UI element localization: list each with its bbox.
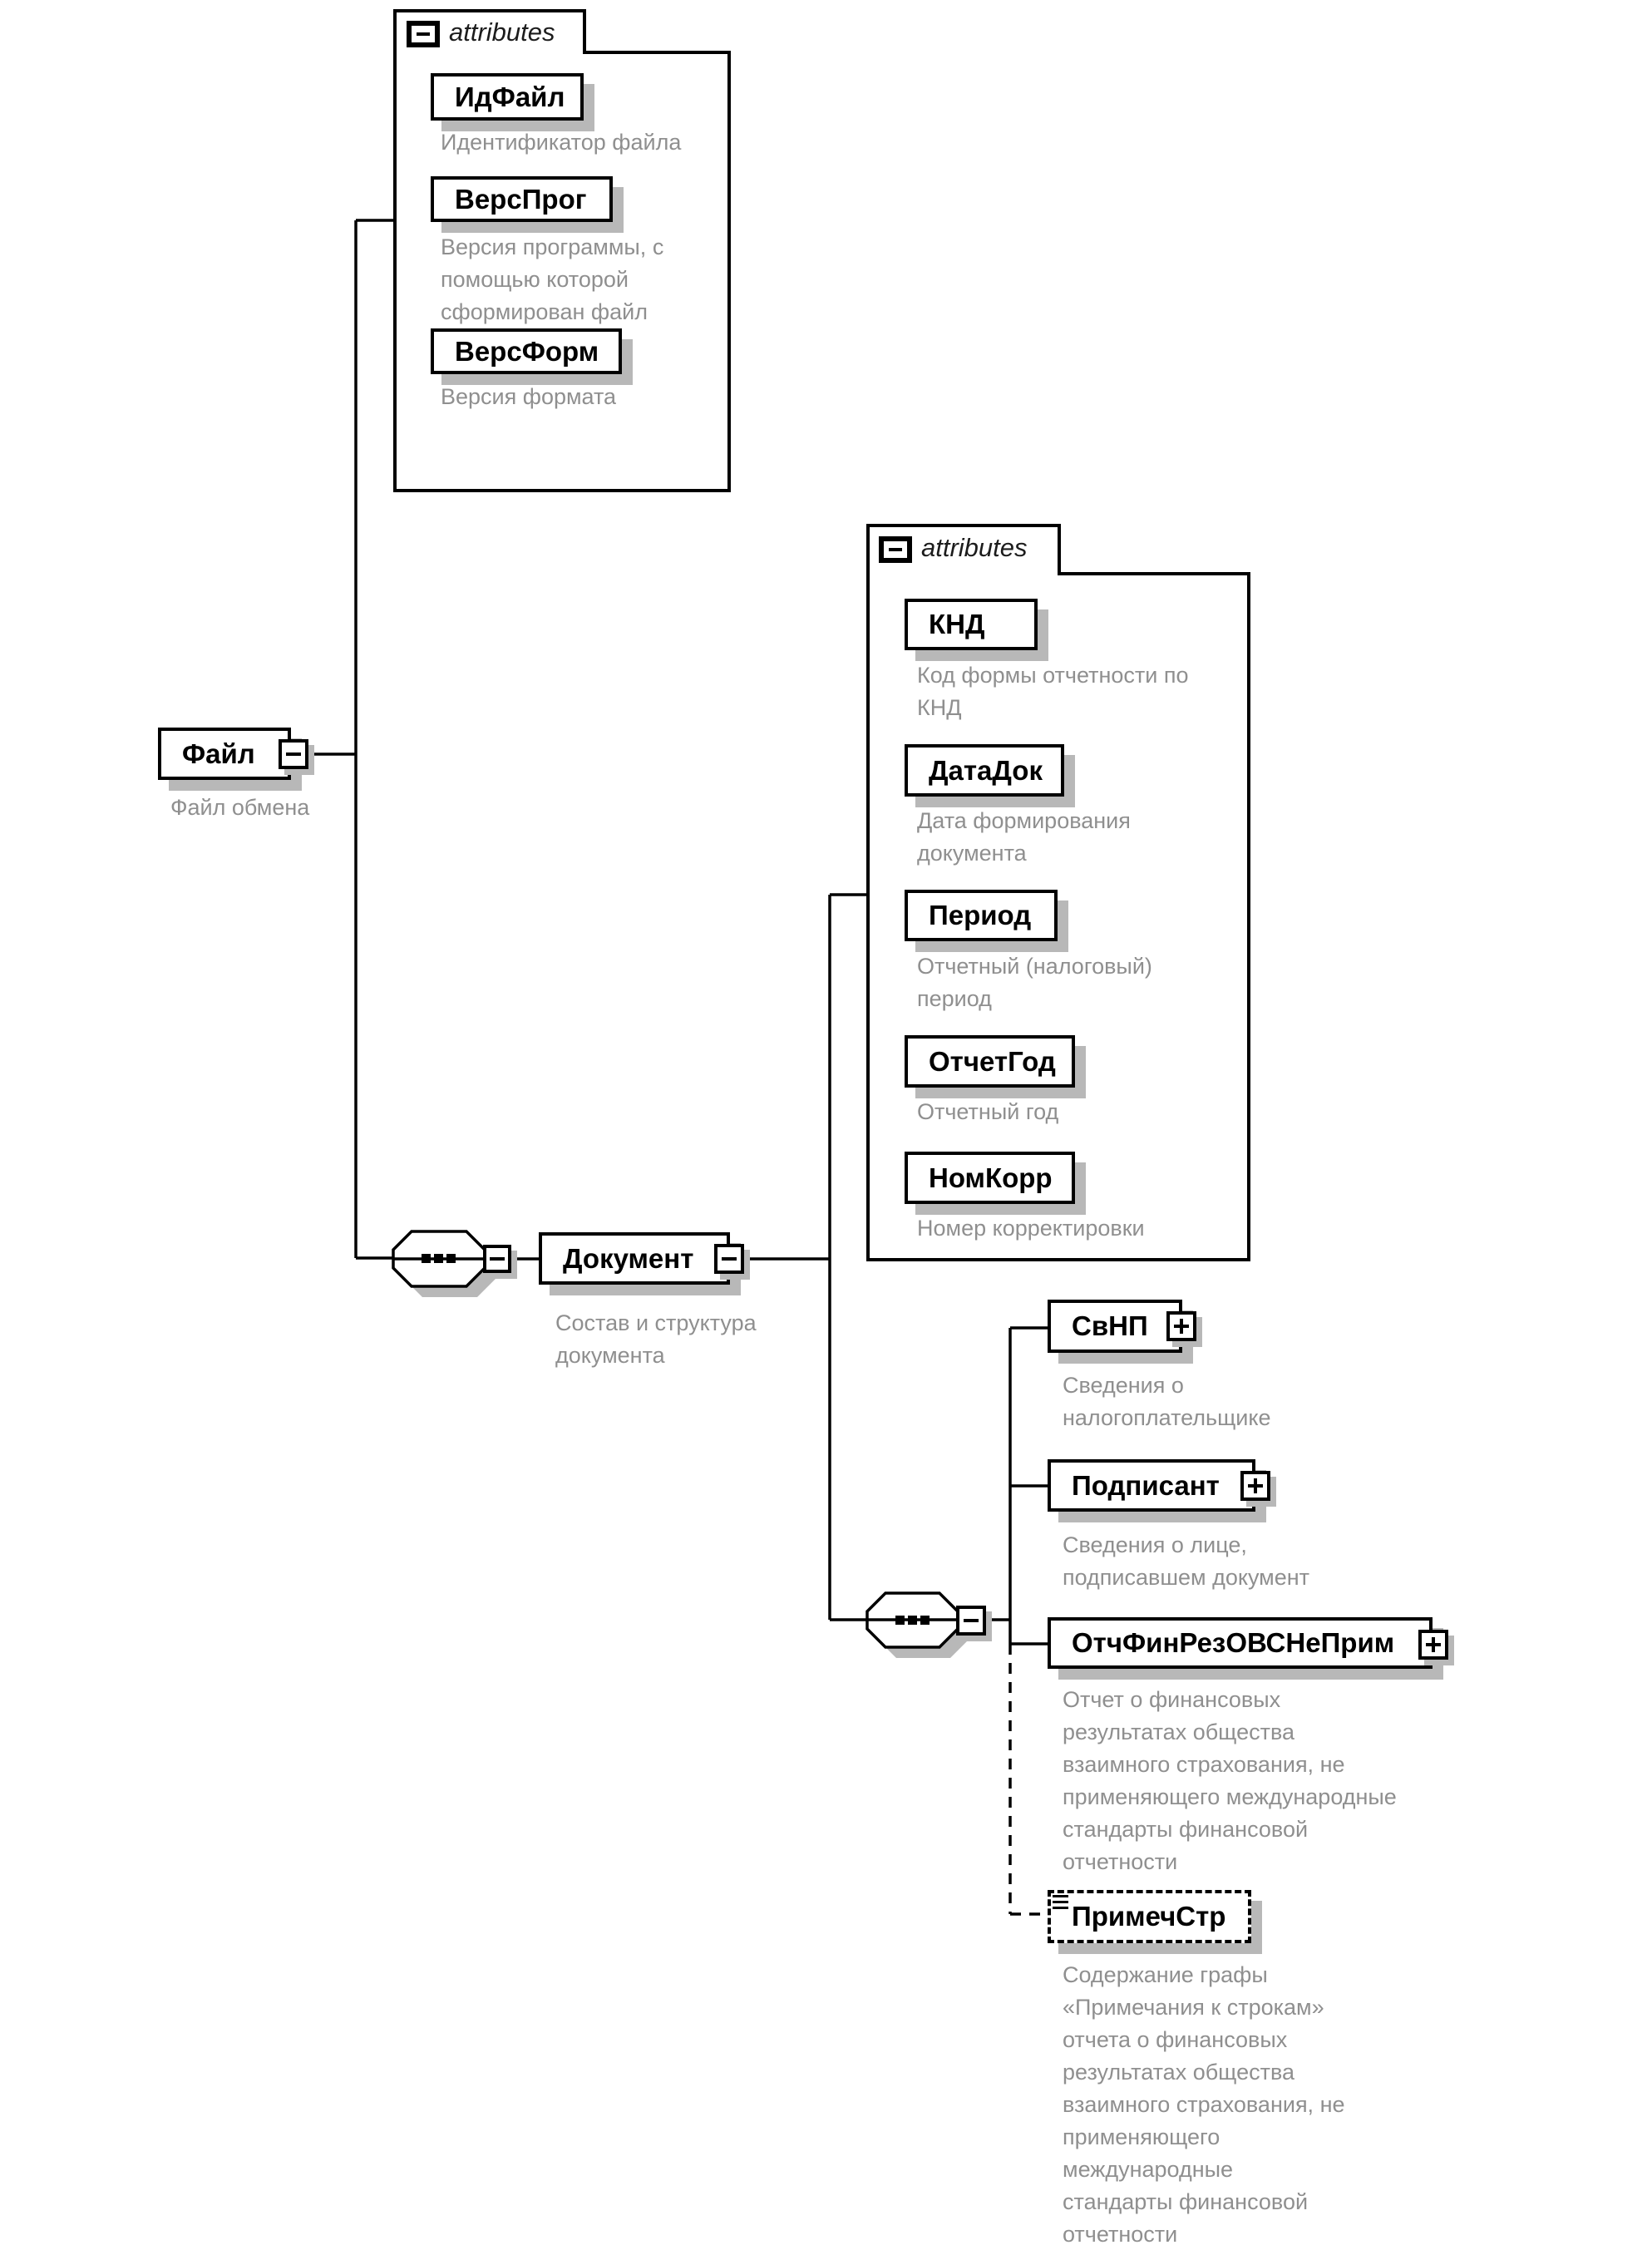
element-document-label: Документ <box>563 1242 694 1274</box>
element-otchfinrezovsneprim-description: Отчет о финансовых результатах общества … <box>1063 1687 1397 1874</box>
element-otchfinrezovsneprim-label: ОтчФинРезОВСНеПрим <box>1072 1627 1395 1658</box>
attribute-idfajl[interactable]: ИдФайл <box>431 73 584 121</box>
attribute-knd[interactable]: КНД <box>905 599 1038 650</box>
attribute-versprog[interactable]: ВерсПрог <box>431 176 613 222</box>
file-attributes-container-outline <box>393 9 731 492</box>
element-file-description: Файл обмена <box>170 795 310 820</box>
attribute-datadok-description: Дата формирования документа <box>917 808 1131 866</box>
element-document[interactable]: Документ <box>539 1232 730 1285</box>
sequence-file-collapse-icon[interactable] <box>483 1245 511 1273</box>
file-attributes-collapse-icon[interactable] <box>407 21 440 47</box>
connector-lines-solid <box>308 219 1049 1646</box>
attribute-nomkorr-description: Номер корректировки <box>917 1216 1145 1241</box>
file-attributes-header: attributes <box>449 17 555 47</box>
element-primechstr-optional[interactable]: ПримечСтр <box>1048 1890 1251 1943</box>
element-file-label: Файл <box>182 738 255 769</box>
attribute-idfajl-description: Идентификатор файла <box>441 130 682 155</box>
element-podpisant-expand-icon[interactable] <box>1240 1471 1270 1501</box>
minus-glyph <box>286 752 301 756</box>
minus-glyph <box>417 32 430 36</box>
attribute-idfajl-label: ИдФайл <box>455 81 565 112</box>
attribute-period-description: Отчетный (налоговый) период <box>917 954 1152 1011</box>
attribute-datadok[interactable]: ДатаДок <box>905 744 1064 797</box>
minus-glyph <box>964 1619 979 1622</box>
element-document-collapse-icon[interactable] <box>714 1244 744 1274</box>
attribute-datadok-label: ДатаДок <box>929 754 1043 786</box>
element-primechstr-repeat-marker-icon <box>1053 1895 1068 1912</box>
element-podpisant-description: Сведения о лице, подписавшем документ <box>1063 1532 1310 1590</box>
attribute-versprog-label: ВерсПрог <box>455 183 587 215</box>
attribute-nomkorr-label: НомКорр <box>929 1162 1053 1193</box>
element-svnp-expand-icon[interactable] <box>1166 1311 1196 1341</box>
sequence-icon-document <box>865 1591 969 1658</box>
element-document-description: Состав и структура документа <box>555 1310 757 1368</box>
document-attributes-container-outline <box>866 524 1250 1261</box>
document-attributes-header: attributes <box>921 533 1028 562</box>
minus-glyph <box>722 1257 737 1261</box>
element-podpisant[interactable]: Подписант <box>1048 1459 1255 1512</box>
attribute-period[interactable]: Период <box>905 890 1058 941</box>
element-primechstr-description: Содержание графы «Примечания к строкам» … <box>1063 1962 1345 2247</box>
sequence-document-collapse-icon[interactable] <box>956 1606 986 1636</box>
sequence-icon-file <box>392 1230 496 1297</box>
minus-glyph <box>889 548 902 551</box>
connector-line-optional-dashed <box>1008 1644 1049 1916</box>
attribute-otchetgod-description: Отчетный год <box>917 1099 1059 1124</box>
attribute-versprog-description: Версия программы, с помощью которой сфор… <box>441 234 664 324</box>
element-file-collapse-icon[interactable] <box>279 739 308 769</box>
plus-glyph <box>1254 1478 1257 1493</box>
element-primechstr-label: ПримечСтр <box>1072 1901 1226 1932</box>
attribute-otchetgod[interactable]: ОтчетГод <box>905 1035 1075 1088</box>
attribute-period-label: Период <box>929 900 1032 930</box>
element-file[interactable]: Файл <box>158 728 291 780</box>
element-svnp-description: Сведения о налогоплательщике <box>1063 1373 1271 1430</box>
attribute-otchetgod-label: ОтчетГод <box>929 1045 1056 1077</box>
element-otchfinrezovsneprim[interactable]: ОтчФинРезОВСНеПрим <box>1048 1617 1433 1669</box>
attribute-knd-description: Код формы отчетности по КНД <box>917 663 1189 720</box>
attribute-versform[interactable]: ВерсФорм <box>431 328 622 374</box>
attribute-versform-label: ВерсФорм <box>455 335 599 367</box>
element-svnp-label: СвНП <box>1072 1310 1148 1341</box>
minus-glyph <box>490 1257 505 1261</box>
element-podpisant-label: Подписант <box>1072 1469 1220 1501</box>
plus-glyph <box>1180 1319 1183 1334</box>
element-otchfinrezovsneprim-expand-icon[interactable] <box>1418 1630 1448 1660</box>
element-svnp[interactable]: СвНП <box>1048 1300 1182 1353</box>
attribute-versform-description: Версия формата <box>441 384 617 409</box>
document-attributes-collapse-icon[interactable] <box>879 536 912 563</box>
plus-glyph <box>1432 1637 1435 1652</box>
attribute-nomkorr[interactable]: НомКорр <box>905 1152 1075 1204</box>
attribute-knd-label: КНД <box>929 609 985 639</box>
